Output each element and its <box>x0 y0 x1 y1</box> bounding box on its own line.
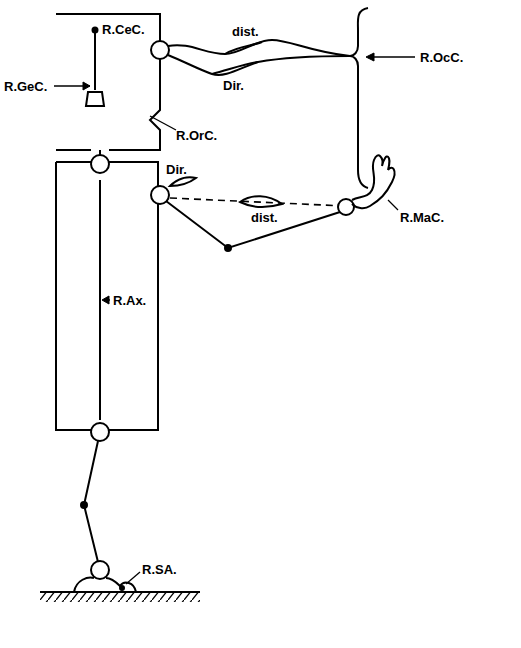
part-label: R.MaC. <box>400 210 444 225</box>
line-label: dist. <box>232 24 259 39</box>
part-label: R.OcC. <box>420 50 463 65</box>
part-label: R.GeC. <box>4 79 47 94</box>
line-label: dist. <box>250 210 279 225</box>
part-label: R.OrC. <box>176 128 217 143</box>
line-label: Dir. <box>222 78 245 93</box>
head-box: R.CeC. <box>56 14 160 150</box>
part-label: R.Ax. <box>113 293 146 308</box>
part-label: R.SA. <box>142 562 177 577</box>
part-label: R.CeC. <box>102 22 145 37</box>
line-label: Dir. <box>166 162 187 177</box>
